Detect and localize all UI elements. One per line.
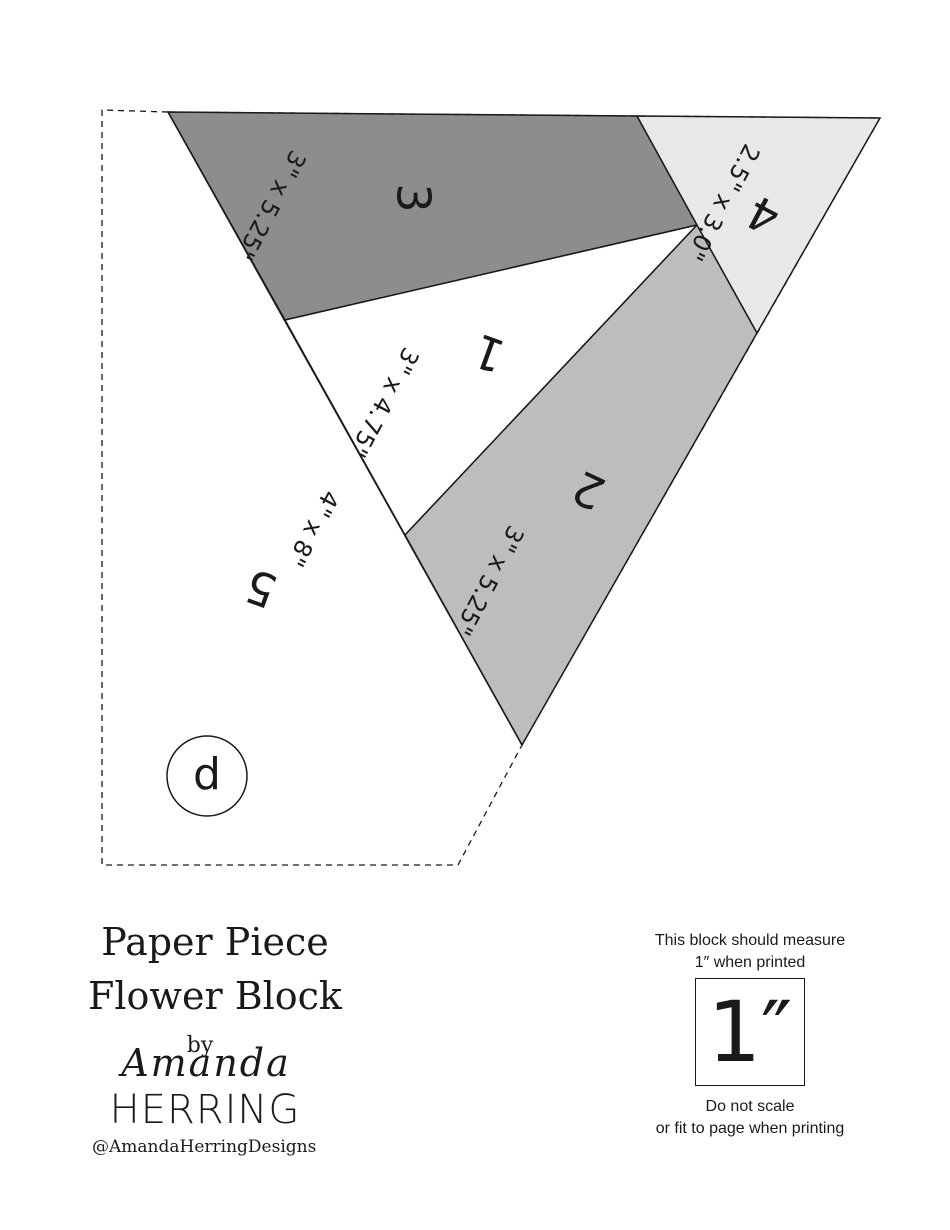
sewing-line: [167, 111, 523, 746]
scale-warning-line-1: Do not scale: [705, 1098, 795, 1115]
cutting-outline-top: [167, 111, 638, 117]
title-line-2: Flower Block: [88, 974, 342, 1018]
cutting-outline-right: [521, 115, 882, 746]
section-letter: d: [193, 749, 221, 800]
cutting-outline: [101, 109, 523, 866]
scale-note-line-2: 1″ when printed: [694, 954, 806, 971]
piece-5-shape: [102, 110, 522, 865]
scale-note-line-1: This block should measure: [654, 932, 846, 949]
social-handle: @AmandaHerringDesigns: [92, 1137, 317, 1157]
designer-last-name: HERRING: [109, 1087, 301, 1133]
title-line-1: Paper Piece: [101, 920, 329, 964]
by-label: by: [186, 1033, 214, 1058]
paper-piece-pattern: 3 3" x 5.25" 1 3" x 4.75" 2 3" x 5.25" 4…: [101, 109, 882, 866]
designer-first-name: Amanda: [121, 1041, 291, 1085]
section-letter-circle: [166, 735, 248, 817]
one-inch-square: 1″: [695, 978, 805, 1086]
scale-check: This block should measure 1″ when printe…: [620, 930, 880, 1140]
piece-3-number: 3: [387, 183, 441, 212]
title-block: Paper Piece Flower Block by Amanda HERRI…: [70, 915, 360, 1157]
scale-warning-line-2: or fit to page when printing: [655, 1120, 845, 1137]
